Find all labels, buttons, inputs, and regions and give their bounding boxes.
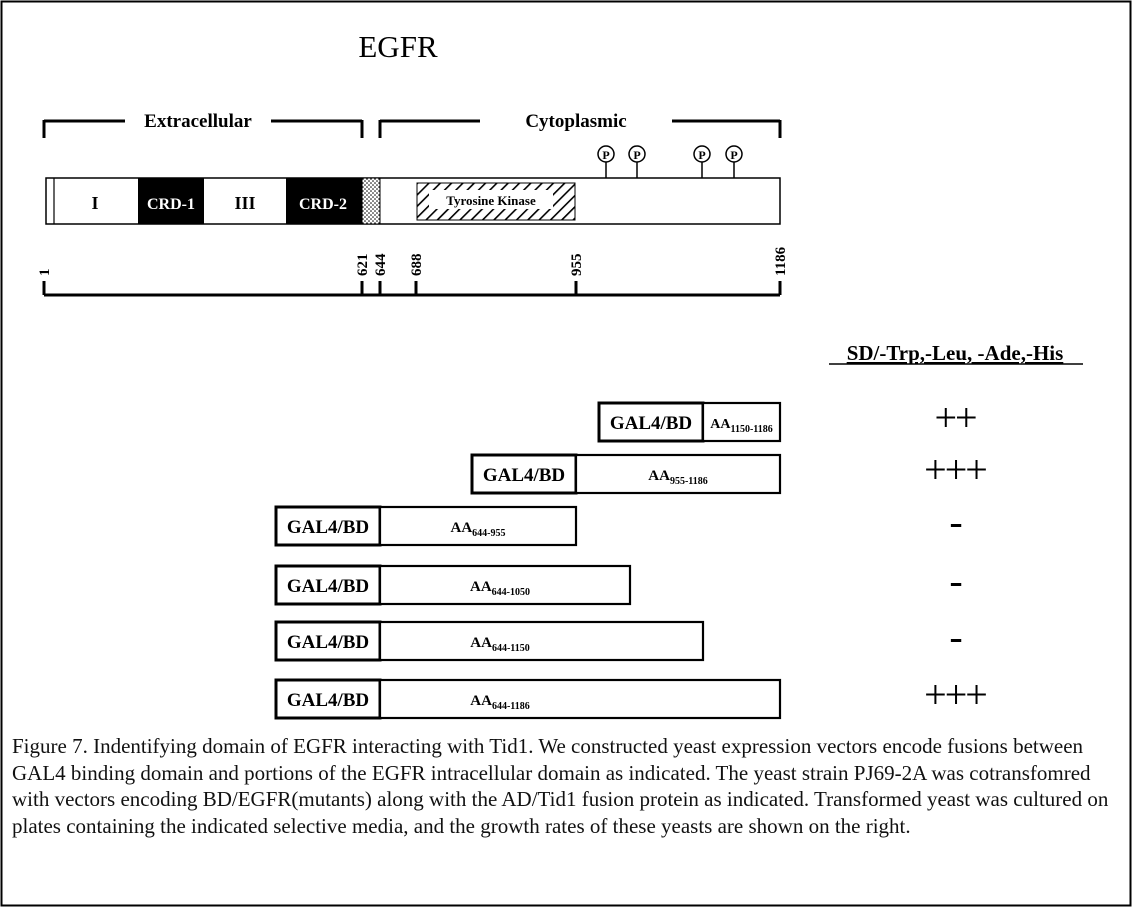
growth-column-header: SD/-Trp,-Leu, -Ade,-His	[847, 341, 1064, 365]
growth-score: +++	[924, 672, 986, 717]
growth-score: -	[949, 614, 961, 659]
construct-row: GAL4/BD AA1150-1186 ++	[597, 395, 978, 443]
cytoplasmic-bracket	[378, 119, 782, 138]
aa-subscript: 644-1186	[492, 701, 530, 712]
scale-tick-label: 688	[409, 254, 425, 277]
gal4-bd-box	[470, 453, 578, 495]
crd1-label: CRD-1	[147, 196, 195, 213]
phospho-site-3: P	[693, 145, 711, 178]
aa-prefix: AA	[710, 417, 731, 432]
figure-caption: Figure 7. Indentifying domain of EGFR in…	[12, 734, 1109, 838]
kinase-label-bg	[429, 190, 553, 209]
scale-tick-label: 1186	[773, 246, 789, 276]
construct-row: GAL4/BD AA955-1186 +++	[470, 447, 988, 495]
gal4-bd-box	[274, 505, 382, 547]
aa-subscript: 1150-1186	[731, 424, 773, 435]
scale-tick-label: 621	[355, 254, 371, 277]
aa-prefix: AA	[450, 520, 472, 536]
egfr-protein-bar	[45, 177, 781, 225]
aa-range-label: AA644-1186	[470, 693, 529, 712]
egfr-fragment-box	[378, 620, 705, 662]
construct-row: GAL4/BD AA644-1186 +++	[274, 672, 988, 720]
scale-tick-label: 955	[569, 254, 585, 277]
aa-subscript: 955-1186	[670, 476, 708, 487]
gal4-bd-label: GAL4/BD	[483, 465, 565, 486]
egfr-fragment-box	[701, 401, 782, 443]
growth-score: +++	[924, 447, 986, 492]
aa-range-label: AA644-1150	[470, 635, 529, 654]
extracellular-label: Extracellular	[144, 111, 252, 132]
cytoplasmic-label: Cytoplasmic	[525, 111, 626, 132]
extracellular-bracket	[42, 119, 364, 138]
gal4-bd-label: GAL4/BD	[287, 576, 369, 597]
egfr-fragment-box	[378, 564, 632, 606]
scale-tick-label: 644	[373, 253, 389, 276]
phospho-label: P	[602, 148, 609, 162]
egfr-fragment-box	[574, 453, 782, 495]
phospho-label: P	[698, 148, 705, 162]
gal4-bd-label: GAL4/BD	[287, 690, 369, 711]
crd2-label: CRD-2	[299, 196, 347, 213]
phospho-site-4: P	[725, 145, 743, 178]
kinase-label: Tyrosine Kinase	[446, 193, 536, 208]
phospho-site-1: P	[597, 145, 615, 178]
growth-score: ++	[934, 395, 976, 440]
aa-prefix: AA	[648, 468, 670, 484]
phospho-site-2: P	[628, 145, 646, 178]
aa-range-label: AA1150-1186	[710, 417, 772, 435]
gal4-bd-label: GAL4/BD	[610, 413, 692, 434]
gal4-bd-label: GAL4/BD	[287, 517, 369, 538]
construct-row: GAL4/BD AA644-1050 -	[274, 558, 963, 606]
growth-score: -	[949, 499, 961, 544]
transmembrane-segment	[361, 177, 381, 225]
crd2-domain	[286, 178, 362, 224]
aa-subscript: 644-1050	[492, 587, 530, 598]
egfr-fragment-box	[378, 505, 578, 547]
aa-subscript: 644-1150	[492, 643, 530, 654]
aa-range-label: AA955-1186	[648, 468, 707, 487]
aa-prefix: AA	[470, 579, 492, 595]
construct-row: GAL4/BD AA644-1150 -	[274, 614, 963, 662]
aa-prefix: AA	[470, 693, 492, 709]
gal4-bd-box	[274, 678, 382, 720]
crd1-domain	[138, 178, 204, 224]
aa-range-label: AA644-955	[450, 520, 505, 539]
egfr-fragment-box	[378, 678, 782, 720]
aa-subscript: 644-955	[472, 528, 505, 539]
phospho-label: P	[730, 148, 737, 162]
domain-i-label: I	[91, 193, 98, 213]
aa-range-label: AA644-1050	[470, 579, 530, 598]
domain-iii-label: III	[234, 193, 255, 213]
gal4-bd-label: GAL4/BD	[287, 632, 369, 653]
phospho-label: P	[633, 148, 640, 162]
aa-prefix: AA	[470, 635, 492, 651]
construct-row: GAL4/BD AA644-955 -	[274, 499, 963, 547]
scale-tick-label: 1	[37, 269, 53, 277]
figure-title: EGFR	[358, 29, 438, 64]
growth-score: -	[949, 558, 961, 603]
